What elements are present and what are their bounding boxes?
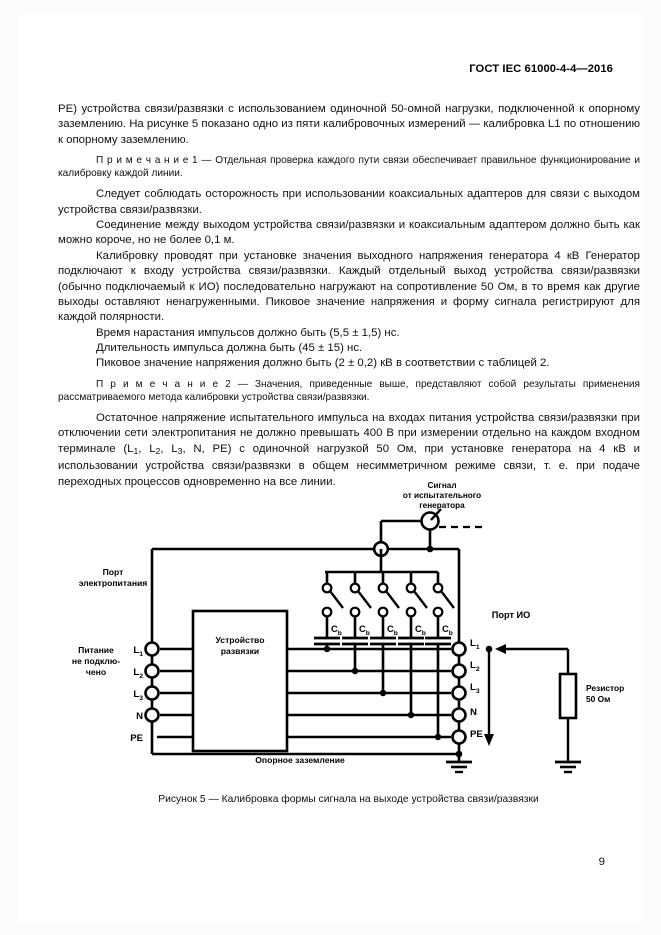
- schematic-diagram: Сигнал от испытательного генератора: [72, 481, 624, 774]
- subscript-l1: 1: [133, 445, 139, 456]
- paragraph-7: Пиковое значение напряжения должно быть …: [96, 357, 550, 370]
- terminal-left-l2: [144, 663, 160, 679]
- terminal-right-l2: [451, 663, 467, 679]
- decoupling-device-label-line2: развязки: [221, 646, 259, 656]
- switch-contact-icon: [321, 606, 333, 618]
- capacitor-label: Cb: [359, 623, 370, 637]
- terminal-label-left-pe: PE: [130, 733, 143, 744]
- terminal-label-right-l3: L3: [470, 682, 480, 695]
- paragraph-8: Остаточное напряжение испытательного имп…: [58, 411, 640, 490]
- figure-5: Сигнал от испытательного генератора: [18, 466, 661, 816]
- signal-lines: [157, 647, 451, 739]
- no-power-label-line2: не подклю-: [72, 656, 120, 666]
- switch-pivot-icon: [349, 582, 361, 594]
- ground-symbol-reference: [446, 760, 472, 774]
- terminal-left-l1: [144, 641, 160, 657]
- reference-ground-label: Опорное заземление: [255, 755, 345, 765]
- page-number: 9: [598, 856, 605, 868]
- switch-pivot-icon: [432, 582, 444, 594]
- terminal-label-right-l1: L1: [470, 638, 480, 651]
- terminal-right-l3: [451, 685, 467, 701]
- switch-blade: [357, 590, 372, 609]
- standard-header: ГОСТ IEC 61000-4-4—2016: [469, 63, 613, 75]
- body-text-column: PE) устройства связи/развязки с использо…: [58, 102, 640, 490]
- switch-pivot-icon: [377, 582, 389, 594]
- resistor-label-line2: 50 Ом: [586, 694, 610, 704]
- note-1: П р и м е ч а н и е 1 — Отдельная провер…: [58, 154, 640, 180]
- eut-port-label: Порт ИО: [492, 610, 531, 620]
- switch-contact-icon: [432, 606, 444, 618]
- note-2-label: П р и м е ч а н и е 2: [96, 378, 231, 390]
- capacitor-label: Cb: [331, 623, 342, 637]
- switch-pivot-icon: [405, 582, 417, 594]
- resistor-body: [558, 672, 578, 720]
- paragraph-1: PE) устройства связи/развязки с использо…: [58, 103, 640, 146]
- signal-source-label-line3: генератора: [419, 501, 465, 510]
- terminal-label-left-l3: L3: [133, 689, 143, 702]
- paragraph-4: Калибровку проводят при установке значен…: [58, 249, 640, 324]
- switch-blade: [440, 590, 455, 609]
- decoupling-device-box: [191, 609, 289, 753]
- page-content-area: ГОСТ IEC 61000-4-4—2016 PE) устройства с…: [18, 14, 643, 921]
- resistor-label-line1: Резистор: [586, 683, 624, 693]
- signal-source-label-line1: Сигнал: [427, 481, 456, 490]
- terminal-label-right-pe: PE: [470, 729, 483, 740]
- no-power-label-line1: Питание: [78, 645, 114, 655]
- terminal-left-n: [144, 707, 160, 723]
- switch-pivot-icon: [321, 582, 333, 594]
- capacitor-label: Cb: [442, 623, 453, 637]
- terminal-label-right-l2: L2: [470, 660, 480, 673]
- terminal-right-l1: [451, 641, 467, 657]
- junction-dot-l1-branch: [485, 645, 493, 653]
- paragraph-8-part-c: , L: [160, 442, 178, 455]
- note-1-label: П р и м е ч а н и е 1: [96, 155, 198, 167]
- paragraph-8-part-d: , N, PE) с одиночной нагрузкой 50 Ом, пр…: [58, 442, 640, 488]
- paragraph-6: Длительность импульса должна быть (45 ± …: [96, 341, 363, 354]
- signal-source-label-line2: от испытательного: [403, 491, 481, 500]
- spacer: [58, 180, 640, 187]
- current-arrow-head-down: [484, 734, 494, 746]
- current-arrow-head-left: [495, 644, 506, 654]
- spacer: [58, 404, 640, 411]
- figure-caption: Рисунок 5 — Калибровка формы сигнала на …: [158, 794, 539, 805]
- right-terminals: [451, 641, 467, 745]
- paragraph-8-part-a: Остаточное напряжение испытательного имп…: [58, 411, 640, 455]
- note-1-text: — Отдельная проверка каждого пути связи …: [58, 155, 640, 180]
- note-2: П р и м е ч а н и е 2 — Значения, привед…: [58, 378, 640, 404]
- subscript-l2: 2: [155, 445, 161, 456]
- switch-blade: [413, 590, 428, 609]
- terminal-label-left-n: N: [136, 711, 143, 722]
- switch-blade: [430, 508, 442, 521]
- paragraph-2: Следует соблюдать осторожность при испол…: [58, 188, 640, 216]
- terminal-left-l3: [144, 685, 160, 701]
- power-port-label-line2: электропитания: [79, 578, 148, 588]
- switch-blade: [385, 590, 400, 609]
- paragraph-8-part-b: , L: [138, 442, 156, 455]
- capacitor-label: Cb: [415, 623, 426, 637]
- switch-contact-icon: [349, 606, 361, 618]
- ground-symbol-resistor: [555, 760, 581, 774]
- left-terminals: [144, 641, 160, 723]
- terminal-label-left-l1: L1: [133, 645, 143, 658]
- no-power-label-line3: чено: [86, 667, 106, 677]
- terminal-right-n: [451, 707, 467, 723]
- decoupling-device-label-line1: Устройство: [216, 635, 265, 645]
- paragraph-5: Время нарастания импульсов должно быть (…: [96, 326, 400, 339]
- capacitor-label: Cb: [387, 623, 398, 637]
- coupling-branches: Cb Cb: [314, 572, 455, 741]
- switch-contact-icon: [377, 606, 389, 618]
- power-port-label-line1: Порт: [103, 567, 124, 577]
- note-2-text: — Значения, приведенные выше, представля…: [58, 378, 641, 403]
- terminal-label-right-n: N: [470, 707, 477, 718]
- switch-contact-icon: [405, 606, 417, 618]
- switch-blade: [329, 590, 344, 609]
- terminal-right-pe: [451, 729, 467, 745]
- paragraph-3: Соединение между выходом устройства связ…: [58, 219, 640, 247]
- terminal-label-left-l2: L2: [133, 667, 143, 680]
- subscript-l3: 3: [177, 445, 183, 456]
